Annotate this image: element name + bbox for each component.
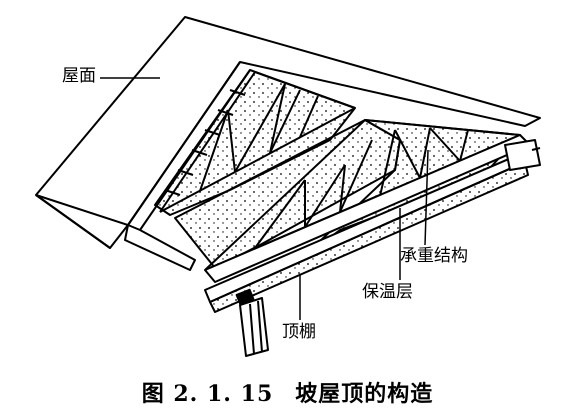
label-roof-surface: 屋面	[62, 66, 96, 86]
caption-number: 图 2. 1. 15	[141, 381, 274, 407]
leader-lines	[100, 77, 429, 320]
wall-plate-and-ceiling	[124, 134, 541, 313]
truss-left	[159, 71, 356, 213]
figure-caption: 图 2. 1. 15 坡屋顶的构造	[0, 376, 575, 408]
label-load-bearing-structure: 承重结构	[400, 246, 468, 266]
caption-title: 坡屋顶的构造	[295, 381, 434, 407]
label-ceiling: 顶棚	[282, 322, 316, 342]
wall-section	[239, 297, 269, 357]
label-insulation-layer: 保温层	[362, 282, 413, 302]
